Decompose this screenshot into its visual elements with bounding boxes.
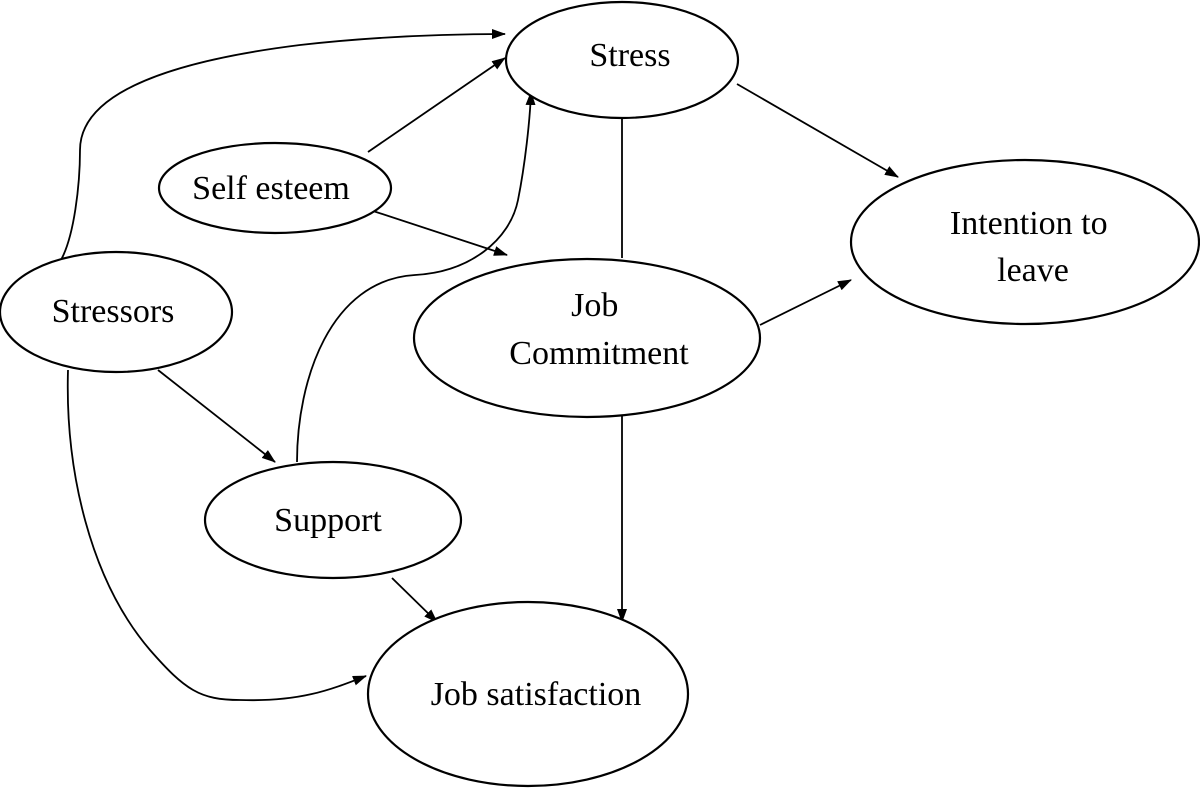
node-intention-to-leave-label: Intention to leave <box>950 205 1116 289</box>
edge-support-to-stress <box>296 91 536 463</box>
node-self-esteem: Self esteem <box>157 141 393 235</box>
edge-stressors-to-support <box>157 369 276 463</box>
edge-self-esteem-to-job-commitment <box>369 209 508 256</box>
edge-job-commitment-to-intention <box>759 279 852 326</box>
node-self-esteem-label: Self esteem <box>192 170 350 207</box>
node-stressors: Stressors <box>0 250 234 374</box>
edges-layer <box>57 29 899 702</box>
node-job-commitment-label: Job Commitment <box>509 287 689 372</box>
node-job-satisfaction: Job satisfaction <box>366 600 690 788</box>
node-job-commitment: Job Commitment <box>412 257 762 419</box>
node-stressors-label: Stressors <box>52 293 175 330</box>
node-support-label: Support <box>274 502 382 539</box>
edge-stressors-to-stress <box>57 29 506 266</box>
node-job-satisfaction-label: Job satisfaction <box>431 676 642 713</box>
node-support: Support <box>203 460 463 580</box>
node-stress-label: Stress <box>589 37 670 74</box>
edge-self-esteem-to-stress <box>367 57 506 153</box>
node-intention-to-leave: Intention to leave <box>849 158 1200 326</box>
node-stress: Stress <box>504 0 740 120</box>
edge-stressors-to-job-satisfaction <box>66 369 367 702</box>
edge-support-to-job-satisfaction <box>391 577 438 623</box>
edge-stress-to-intention <box>736 83 899 178</box>
